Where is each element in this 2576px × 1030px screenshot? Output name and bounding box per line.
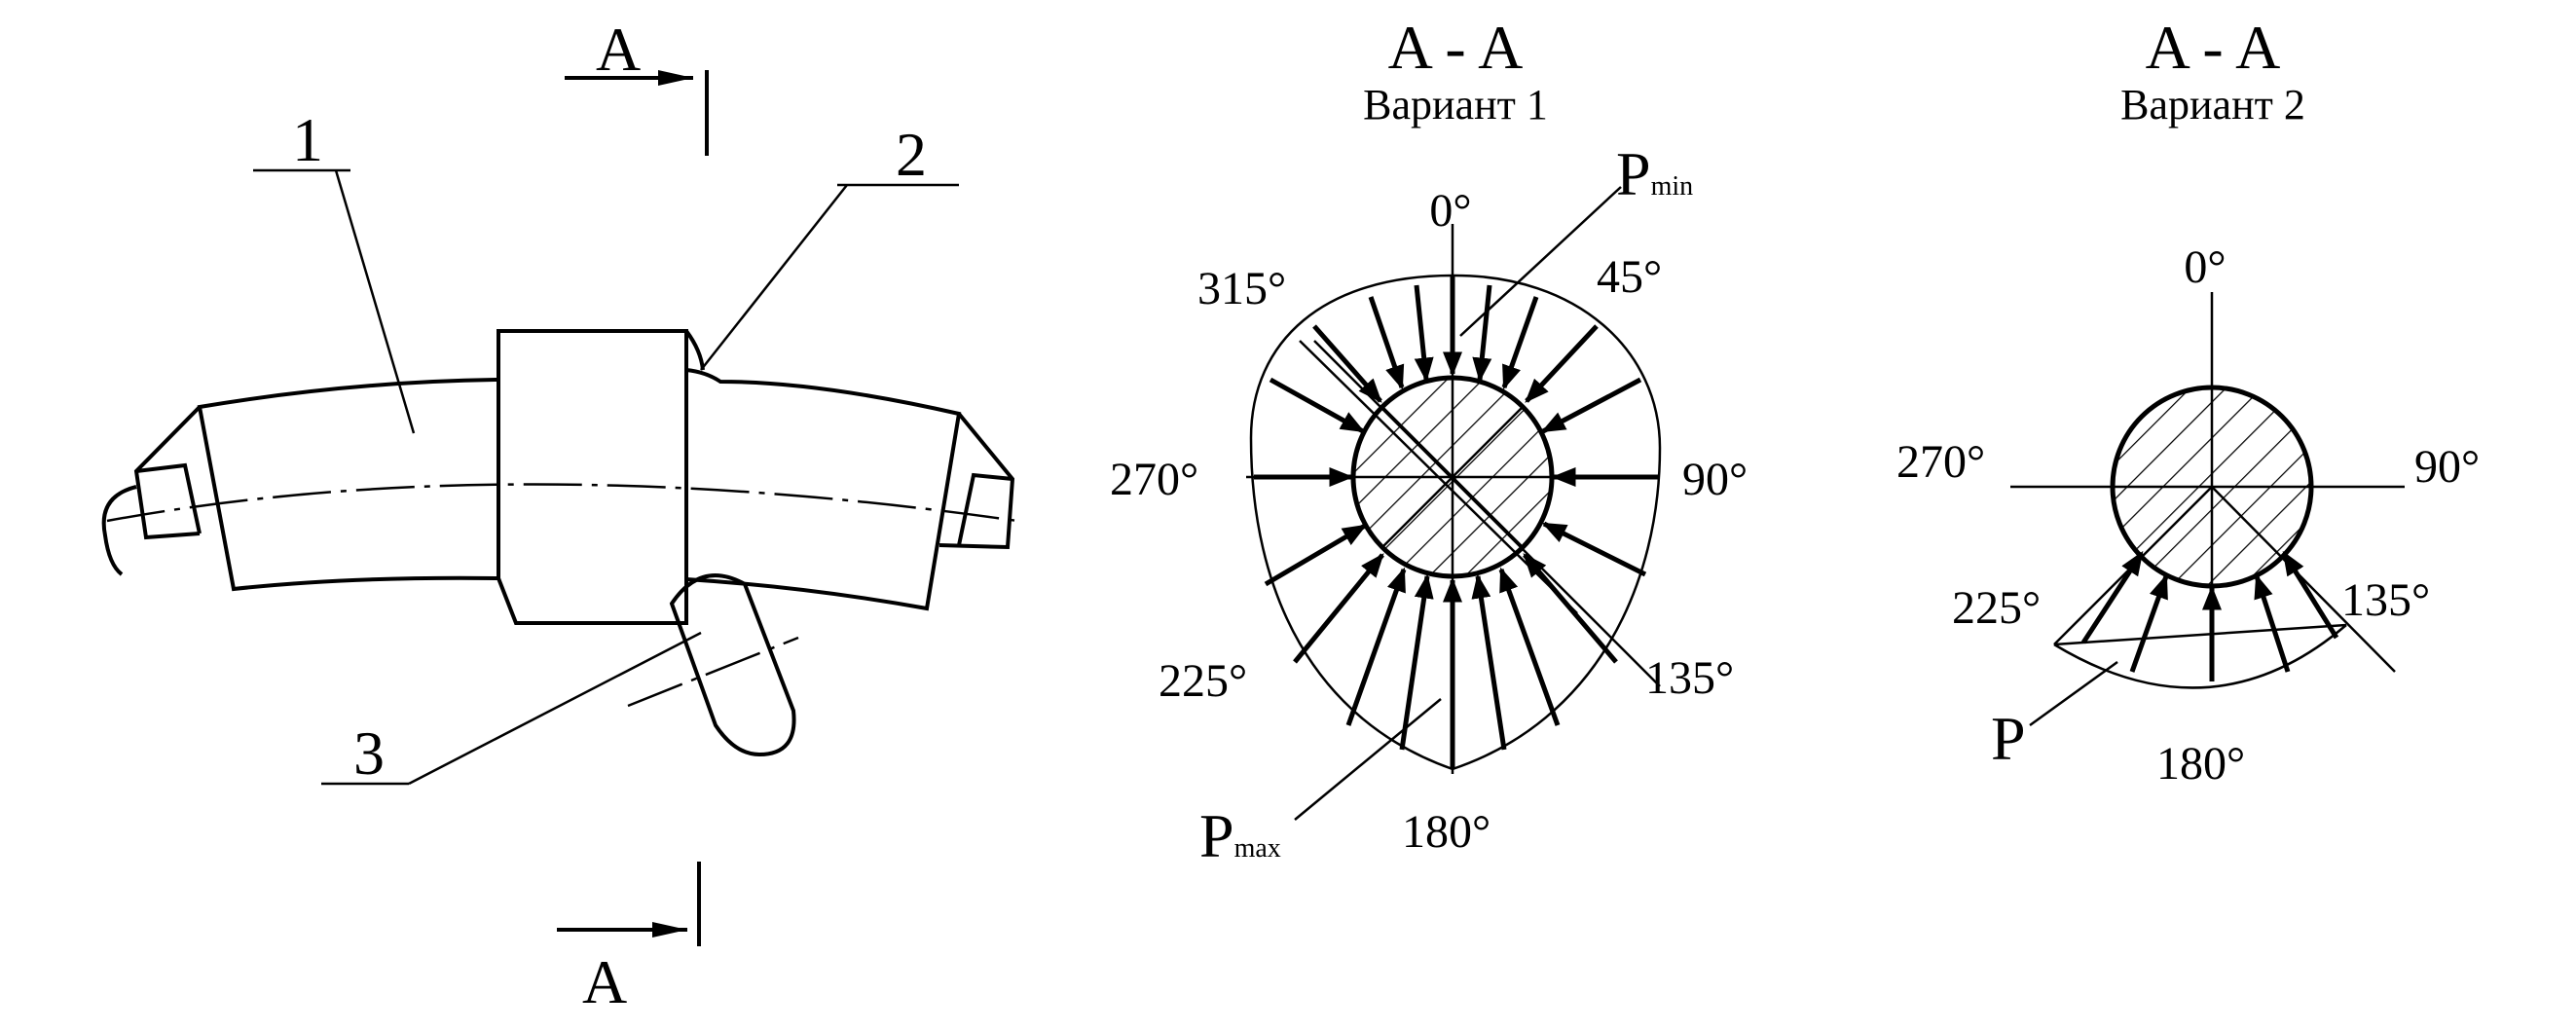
v1-angle-315: 315°	[1197, 263, 1286, 314]
roller	[627, 573, 799, 757]
pressure-envelope-v2	[2053, 624, 2347, 689]
pressure-arrows-v2	[2080, 550, 2339, 681]
v2-p-label: P	[1991, 704, 2026, 773]
variant1-section: A - A Вариант 1	[1110, 13, 1748, 870]
v2-angle-90: 90°	[2414, 441, 2480, 493]
variant2-subtitle: Вариант 2	[2120, 81, 2305, 129]
variant1-subtitle: Вариант 1	[1363, 81, 1548, 129]
v1-angle-90: 90°	[1682, 454, 1748, 505]
variant2-title: A - A	[2146, 13, 2281, 82]
section-marker-top: A	[565, 15, 709, 156]
shaft-centerline	[106, 483, 1018, 523]
v1-angle-0: 0°	[1429, 185, 1471, 237]
v2-angle-225: 225°	[1952, 582, 2041, 634]
section-label-top: A	[596, 15, 641, 84]
pressure-arrows	[1254, 276, 1660, 769]
v2-angle-180: 180°	[2156, 738, 2245, 790]
variant2-section: A - A Вариант 2 0° 90° 135° 180° 225° 27…	[1896, 13, 2480, 790]
v1-angle-225: 225°	[1159, 655, 1247, 707]
v1-angle-45: 45°	[1597, 251, 1662, 303]
part-label-2: 2	[896, 120, 927, 189]
section-marker-bottom: A	[557, 862, 701, 1016]
shaft-middle-block	[497, 329, 688, 625]
v1-angle-180: 180°	[1402, 806, 1490, 858]
v1-angle-270: 270°	[1110, 454, 1198, 505]
pmin-label: Pmin	[1616, 139, 1693, 208]
shaft-end-right	[938, 412, 1015, 550]
pmax-label: Pmax	[1199, 801, 1281, 870]
part-drawing: A A 1	[101, 15, 1018, 1016]
v1-angle-135: 135°	[1645, 652, 1734, 704]
shaft-end-left	[133, 405, 202, 540]
v2-angle-270: 270°	[1896, 436, 1985, 488]
shaft-segment-right	[685, 368, 962, 611]
variant1-title: A - A	[1388, 13, 1524, 82]
part-label-3: 3	[353, 718, 385, 788]
v2-angle-0: 0°	[2184, 241, 2226, 293]
part-label-1: 1	[292, 105, 323, 174]
v2-angle-135: 135°	[2341, 574, 2430, 626]
section-label-bottom: A	[582, 947, 627, 1016]
